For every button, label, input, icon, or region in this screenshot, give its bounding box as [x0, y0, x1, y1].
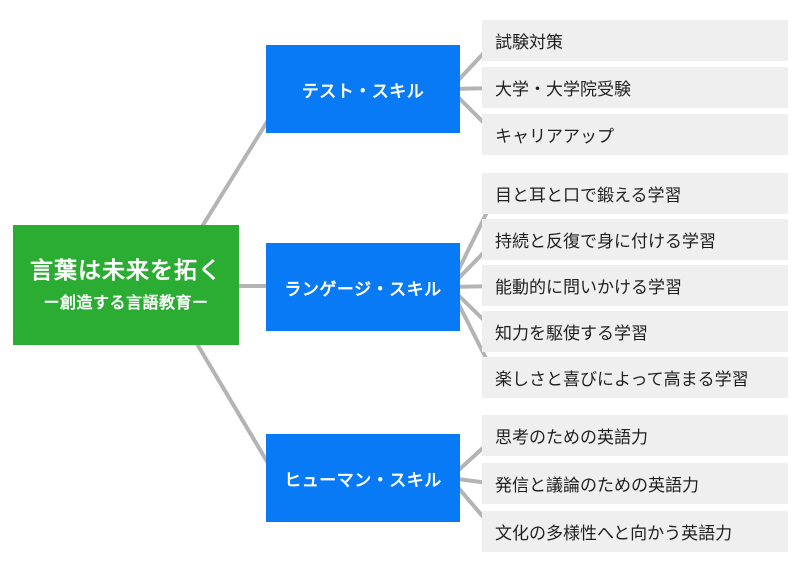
root-subtitle: ー創造する言語教育ー: [43, 294, 209, 312]
leaf-item: 目と耳と口で鍛える学習: [482, 173, 788, 214]
leaf-item: 楽しさと喜びによって高まる学習: [482, 357, 788, 398]
branch-label: テスト・スキル: [301, 81, 425, 101]
leaf-item: キャリアアップ: [482, 114, 788, 155]
branch-node-human-skill: ヒューマン・スキル: [266, 434, 460, 522]
leaf-item: 大学・大学院受験: [482, 67, 788, 108]
leaf-item: 知力を駆使する学習: [482, 311, 788, 352]
leaf-label: 能動的に問いかける学習: [495, 278, 682, 297]
leaf-label: 文化の多様性へと向かう英語力: [495, 524, 733, 543]
leaf-label: 楽しさと喜びによって高まる学習: [495, 370, 749, 389]
leaf-label: 発信と議論のための英語力: [495, 476, 699, 495]
leaf-item: 発信と議論のための英語力: [482, 463, 788, 504]
leaf-label: 持続と反復で身に付ける学習: [495, 232, 716, 251]
leaf-label: 試験対策: [495, 33, 563, 52]
leaf-item: 持続と反復で身に付ける学習: [482, 219, 788, 260]
leaf-item: 文化の多様性へと向かう英語力: [482, 511, 788, 552]
leaf-label: 大学・大学院受験: [495, 80, 631, 99]
leaf-label: 目と耳と口で鍛える学習: [495, 186, 682, 205]
leaf-item: 試験対策: [482, 20, 788, 61]
leaf-label: キャリアアップ: [495, 127, 614, 146]
branch-label: ランゲージ・スキル: [284, 279, 442, 299]
branch-node-test-skill: テスト・スキル: [266, 45, 460, 133]
connector-root-branch-3: [179, 315, 283, 487]
root-title: 言葉は未来を拓く: [30, 257, 222, 284]
branch-label: ヒューマン・スキル: [284, 470, 442, 490]
leaf-item: 能動的に問いかける学習: [482, 265, 788, 306]
branch-node-language-skill: ランゲージ・スキル: [266, 243, 460, 331]
root-node: 言葉は未来を拓く ー創造する言語教育ー: [13, 225, 239, 345]
leaf-label: 知力を駆使する学習: [495, 324, 648, 343]
leaf-item: 思考のための英語力: [482, 415, 788, 456]
leaf-label: 思考のための英語力: [495, 428, 648, 447]
